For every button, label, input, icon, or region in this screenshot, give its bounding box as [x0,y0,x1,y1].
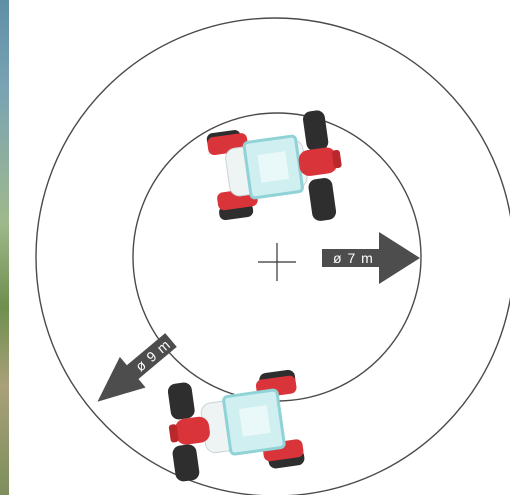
inner-diameter-label: ø 7 m [333,250,374,266]
tractor-bottom-icon [167,369,305,482]
inner-diameter-arrow: ø 7 m [322,232,420,284]
center-crosshair [258,243,296,281]
tractor-top-icon [206,110,342,221]
outer-diameter-arrow: ø 9 m [97,333,177,402]
outer-turning-circle [35,17,510,495]
background-photo-strip [0,0,9,495]
outer-diameter-label: ø 9 m [132,336,174,374]
